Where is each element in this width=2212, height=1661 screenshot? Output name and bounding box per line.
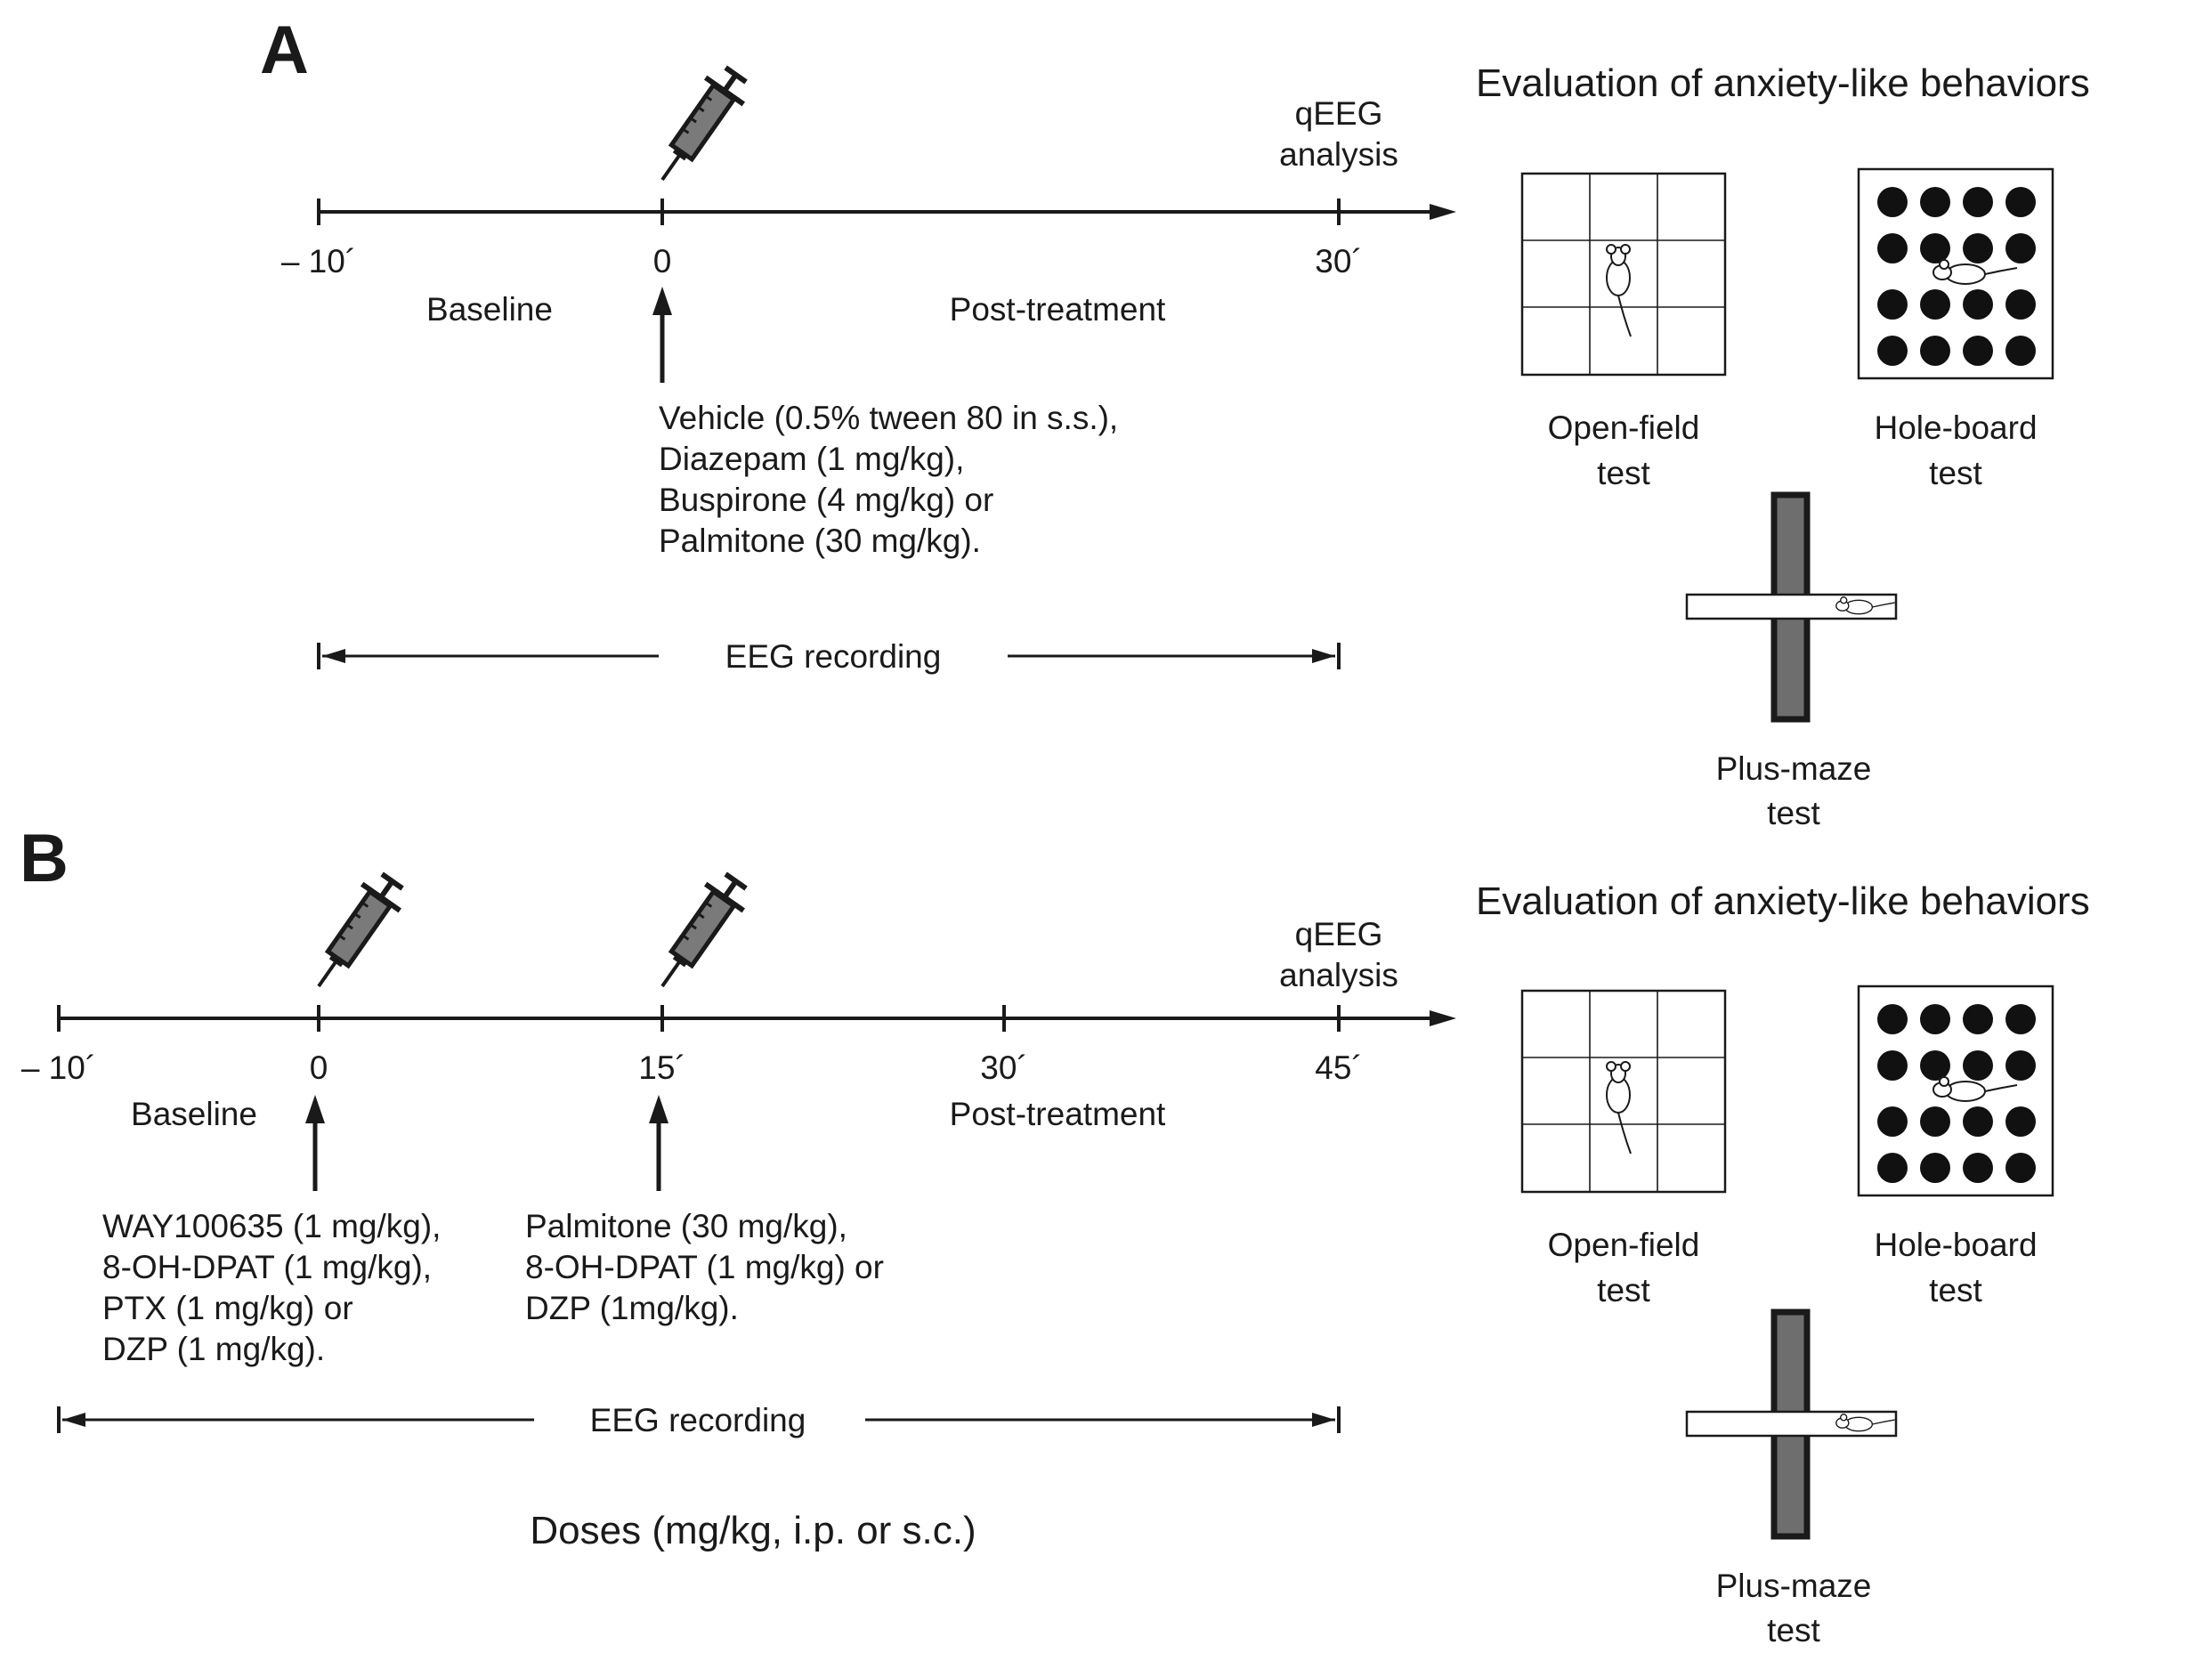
- tick-label: – 10´: [281, 243, 356, 280]
- treatment-line: 8-OH-DPAT (1 mg/kg),: [102, 1249, 432, 1285]
- treatment-line: Palmitone (30 mg/kg),: [525, 1208, 847, 1244]
- eeg-recording-span: [57, 1406, 1341, 1433]
- tick-label: 15´: [638, 1049, 685, 1086]
- qeeg-label-line1: qEEG: [1295, 95, 1383, 132]
- plus-maze-label: test: [1767, 795, 1820, 831]
- eeg-recording-label: EEG recording: [590, 1402, 806, 1438]
- treatment-line: DZP (1mg/kg).: [525, 1290, 739, 1326]
- open-field-label: Open-field: [1548, 1227, 1700, 1263]
- injection-arrow: [649, 1095, 668, 1191]
- open-field-label: test: [1597, 1272, 1650, 1309]
- injection-arrow: [305, 1095, 325, 1191]
- baseline-label: Baseline: [426, 291, 553, 328]
- tick-label: 30´: [980, 1049, 1027, 1086]
- treatment-line: Vehicle (0.5% tween 80 in s.s.),: [659, 400, 1118, 436]
- hole-board-label: test: [1929, 455, 1982, 491]
- treatment-line: Diazepam (1 mg/kg),: [659, 441, 964, 477]
- tick-label: 45´: [1315, 1049, 1362, 1086]
- panel-a-letter: A: [260, 12, 309, 88]
- tick-label: 0: [653, 243, 672, 280]
- treatment-line: 8-OH-DPAT (1 mg/kg) or: [525, 1249, 884, 1285]
- plus-maze-label: Plus-maze: [1716, 1568, 1872, 1604]
- plus-maze-label: test: [1767, 1612, 1820, 1649]
- hole-board-label: test: [1929, 1272, 1982, 1309]
- qeeg-label-line2: analysis: [1279, 136, 1398, 173]
- injection-arrow: [652, 287, 672, 383]
- syringe-icon: [644, 868, 755, 1000]
- behaviors-title: Evaluation of anxiety-like behaviors: [1476, 61, 2090, 105]
- treatment-line: WAY100635 (1 mg/kg),: [102, 1208, 441, 1244]
- treatment-line: Buspirone (4 mg/kg) or: [659, 482, 993, 518]
- syringe-icon: [644, 61, 755, 193]
- eeg-recording-label: EEG recording: [725, 638, 942, 675]
- plus-maze-label: Plus-maze: [1716, 750, 1872, 787]
- treatment-line: Palmitone (30 mg/kg).: [659, 523, 981, 559]
- tick-label: – 10´: [21, 1049, 96, 1086]
- tick-label: 0: [310, 1049, 328, 1086]
- doses-caption: Doses (mg/kg, i.p. or s.c.): [530, 1509, 976, 1552]
- tick-label: 30´: [1315, 243, 1362, 280]
- hole-board-label: Hole-board: [1874, 1227, 2037, 1263]
- treatment-line: PTX (1 mg/kg) or: [102, 1290, 353, 1326]
- behaviors-title: Evaluation of anxiety-like behaviors: [1476, 879, 2090, 923]
- panel-a-timeline: [317, 199, 1456, 225]
- panel-b-timeline: [57, 1005, 1456, 1032]
- hole-board-label: Hole-board: [1874, 409, 2037, 446]
- treatment-line: DZP (1 mg/kg).: [102, 1331, 325, 1367]
- open-field-label: Open-field: [1548, 409, 1700, 446]
- qeeg-label-line2: analysis: [1279, 957, 1398, 993]
- syringe-icon: [300, 868, 411, 1000]
- open-field-label: test: [1597, 455, 1650, 491]
- post-treatment-label: Post-treatment: [950, 291, 1166, 328]
- post-treatment-label: Post-treatment: [950, 1096, 1166, 1132]
- eeg-recording-span: [317, 643, 1341, 669]
- panel-b-letter: B: [20, 821, 69, 896]
- qeeg-label-line1: qEEG: [1295, 916, 1383, 952]
- baseline-label: Baseline: [131, 1096, 257, 1132]
